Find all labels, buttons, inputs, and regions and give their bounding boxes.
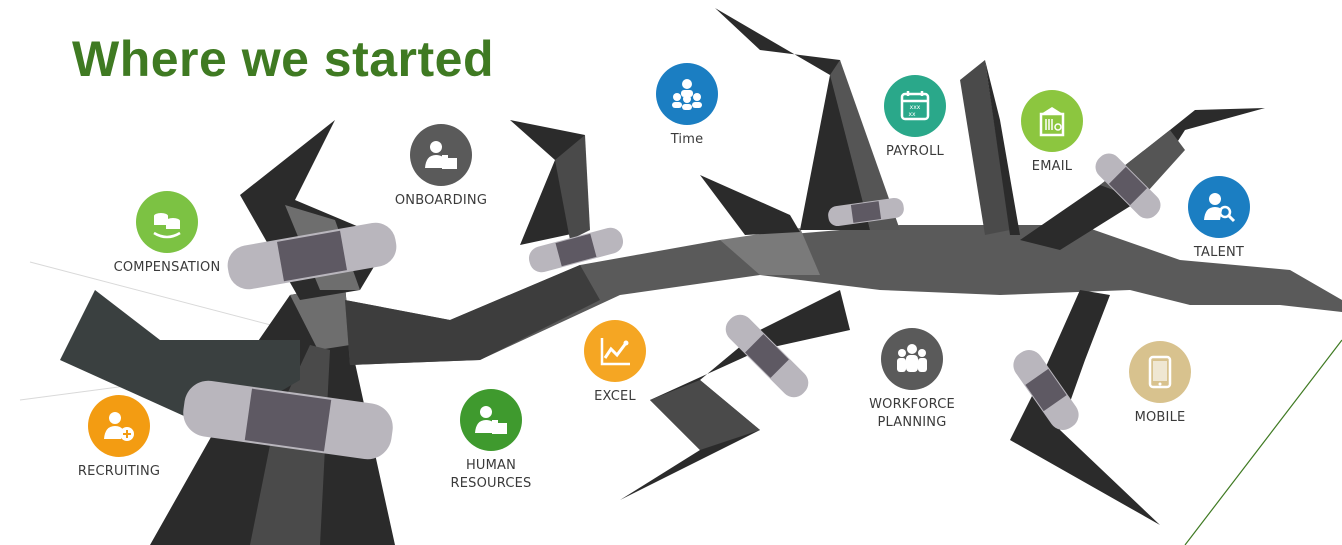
- node-label-line: HUMAN: [465, 458, 517, 473]
- node-label: TALENT: [1193, 245, 1245, 260]
- node-onboarding: ONBOARDING: [361, 124, 521, 210]
- node-label: MOBILE: [1134, 410, 1186, 425]
- node-circle: [1021, 90, 1083, 152]
- team-icon: [672, 79, 702, 110]
- page-title: Where we started: [72, 31, 495, 87]
- node-workforce-planning: WORKFORCE PLANNING: [832, 328, 992, 432]
- payroll-branch: [715, 8, 870, 230]
- node-circle: xxx xx: [884, 75, 946, 137]
- node-label: RECRUITING: [77, 464, 161, 479]
- node-label: Time: [670, 132, 704, 147]
- bandage: [528, 227, 624, 273]
- tablet-icon: [1148, 355, 1172, 389]
- node-circle: [88, 395, 150, 457]
- node-circle: [460, 389, 522, 451]
- node-label: EXCEL: [594, 389, 636, 404]
- time-branch: [700, 175, 800, 235]
- frame-line-green: [1184, 339, 1342, 545]
- node-label: PAYROLL: [886, 144, 944, 159]
- mailbox-icon: [1039, 107, 1065, 137]
- node-label-line: RESOURCES: [450, 476, 532, 491]
- node-email: EMAIL: [972, 90, 1132, 176]
- node-circle: [1129, 341, 1191, 403]
- node-payroll: xxx xx PAYROLL: [835, 75, 995, 161]
- bandage: [1095, 153, 1161, 219]
- node-excel: EXCEL: [535, 320, 695, 406]
- bandage: [725, 314, 809, 398]
- node-circle: [656, 63, 718, 125]
- coins-icon: [153, 213, 181, 239]
- node-circle: [584, 320, 646, 382]
- svg-text:xx: xx: [908, 111, 916, 118]
- onboarding-branch-face: [555, 135, 590, 240]
- node-label-line: PLANNING: [877, 415, 947, 430]
- person-folder-icon: [425, 141, 457, 169]
- bandage: [183, 380, 393, 460]
- main-limb-shadow: [345, 265, 600, 365]
- calendar-icon: xxx xx: [900, 91, 930, 121]
- excel-branch: [620, 290, 850, 500]
- trunk-highlight: [290, 285, 350, 350]
- node-circle: [1188, 176, 1250, 238]
- person-folder-icon: [475, 406, 507, 434]
- svg-text:xxx: xxx: [910, 104, 921, 111]
- bandage: [1013, 350, 1079, 430]
- excel-branch-face: [650, 380, 760, 450]
- node-label: WORKFORCE PLANNING: [832, 396, 992, 432]
- node-mobile: MOBILE: [1080, 341, 1240, 427]
- node-time: Time: [607, 63, 767, 149]
- node-talent: TALENT: [1139, 176, 1299, 262]
- person-add-icon: [104, 412, 134, 441]
- group-icon: [897, 344, 927, 372]
- bandage: [227, 222, 397, 290]
- node-circle: [410, 124, 472, 186]
- node-label: HUMAN RESOURCES: [411, 457, 571, 493]
- node-label-line: WORKFORCE: [869, 397, 955, 412]
- main-limb-highlight: [720, 228, 820, 275]
- node-human-resources: HUMAN RESOURCES: [411, 389, 571, 493]
- email-branch: [960, 60, 1010, 235]
- node-circle: [136, 191, 198, 253]
- node-compensation: COMPENSATION: [87, 191, 247, 277]
- bandage: [828, 197, 904, 227]
- node-label: EMAIL: [1031, 159, 1073, 174]
- email-branch-edge: [985, 60, 1020, 235]
- person-search-icon: [1204, 193, 1236, 223]
- line-chart-icon: [600, 338, 630, 366]
- node-label: ONBOARDING: [394, 193, 488, 208]
- node-label: COMPENSATION: [113, 260, 221, 275]
- main-limb: [345, 225, 1342, 365]
- node-recruiting: RECRUITING: [39, 395, 199, 481]
- node-circle: [881, 328, 943, 390]
- payroll-branch-face: [830, 60, 900, 230]
